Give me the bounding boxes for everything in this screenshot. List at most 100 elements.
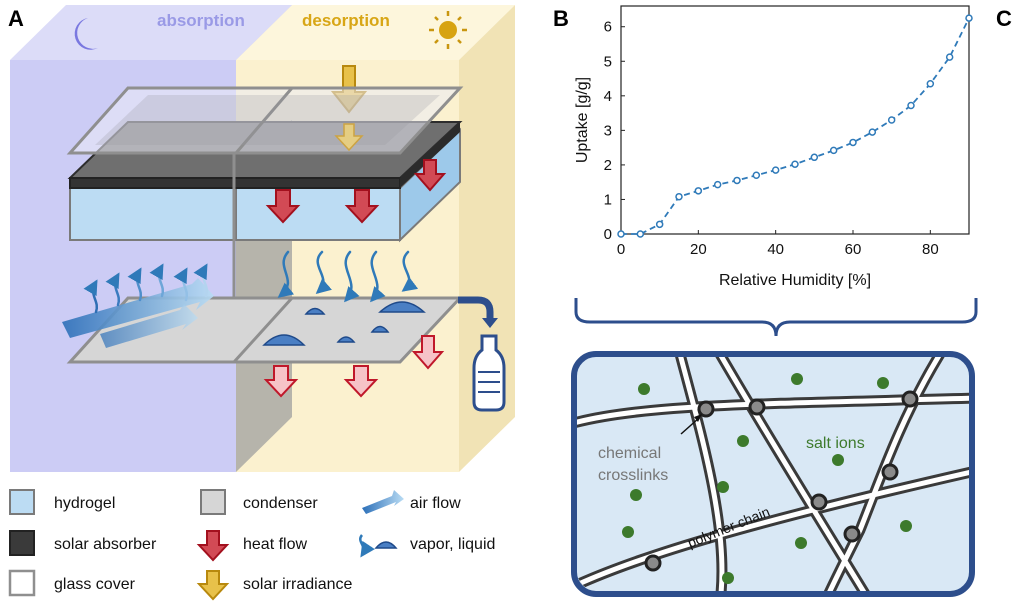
legend-air-flow-label: air flow xyxy=(410,495,461,512)
desorption-region-back xyxy=(236,5,515,60)
crosslink-node xyxy=(748,398,766,416)
panel-c: chemical crosslinks salt ions polymer ch… xyxy=(571,351,975,597)
collection-pipe xyxy=(458,296,494,318)
absorption-region-back xyxy=(10,5,292,60)
panel-a-label: A xyxy=(8,6,24,31)
x-tick-label: 60 xyxy=(845,241,862,258)
legend-air-flow-icon xyxy=(362,490,404,514)
heat-arrow xyxy=(344,189,380,224)
legend-solar-irradiance-icon xyxy=(196,570,230,601)
x-tick-label: 40 xyxy=(767,241,784,258)
crosslink-node xyxy=(810,493,828,511)
heat-arrow xyxy=(343,365,379,398)
crosslinks xyxy=(644,390,919,572)
sun-icon xyxy=(429,11,467,49)
legend-glass-cover-swatch xyxy=(8,569,36,597)
crosslink-node xyxy=(843,525,861,543)
liquid-droplets xyxy=(262,301,426,346)
salt-ions-label: salt ions xyxy=(806,435,865,452)
data-point xyxy=(849,138,857,147)
x-tick-label: 0 xyxy=(617,241,625,258)
solar-absorber-side xyxy=(400,122,460,188)
hydrogel-left xyxy=(69,187,235,241)
y-tick-label: 5 xyxy=(604,53,612,70)
heat-flow-arrows-lower xyxy=(263,335,445,398)
data-point xyxy=(810,153,819,162)
salt-ion xyxy=(630,489,642,501)
legend-condenser-swatch xyxy=(200,489,226,515)
legend-heat-flow-label: heat flow xyxy=(243,536,307,553)
crosslinks-label-line2: crosslinks xyxy=(598,467,668,484)
salt-ion xyxy=(795,537,807,549)
data-point xyxy=(752,171,761,180)
upper-unit xyxy=(66,86,464,243)
salt-ion xyxy=(622,526,634,538)
legend-solar-absorber-label: solar absorber xyxy=(54,536,157,553)
bracket xyxy=(574,298,978,337)
salt-ion xyxy=(717,481,729,493)
data-point xyxy=(636,230,645,238)
salt-ion xyxy=(722,572,734,584)
data-point xyxy=(655,220,664,229)
x-axis-label: Relative Humidity [%] xyxy=(719,272,871,289)
data-point xyxy=(829,146,838,155)
plot-area xyxy=(620,5,970,235)
salt-ion xyxy=(877,377,889,389)
air-flow-arrow xyxy=(100,304,198,348)
hydrogel-right xyxy=(235,187,401,241)
y-tick-label: 4 xyxy=(604,88,612,105)
salt-ion xyxy=(900,520,912,532)
salt-ion xyxy=(737,435,749,447)
legend-heat-flow-icon xyxy=(196,530,230,562)
heat-arrow xyxy=(263,365,299,398)
crosslink-node xyxy=(901,390,919,408)
crosslink-node xyxy=(644,554,662,572)
data-point xyxy=(617,230,625,238)
crosslinks-label-line1: chemical xyxy=(598,445,661,462)
data-point xyxy=(694,187,703,195)
data-point xyxy=(965,14,973,22)
y-tick-label: 0 xyxy=(604,226,612,243)
glass-inner xyxy=(95,95,440,145)
data-point xyxy=(713,180,722,189)
condenser-divider xyxy=(232,296,294,364)
crosslink-node xyxy=(881,463,899,481)
y-tick-label: 1 xyxy=(604,191,612,208)
desorption-label: desorption xyxy=(302,11,390,30)
y-axis-label: Uptake [g/g] xyxy=(574,77,591,163)
legend: hydrogel solar absorber glass cover cond… xyxy=(8,489,495,601)
y-tick-label: 2 xyxy=(604,157,612,174)
crosslink-node xyxy=(697,400,715,418)
data-point xyxy=(733,176,741,185)
chart-marks xyxy=(617,14,973,238)
legend-condenser-label: condenser xyxy=(243,495,318,512)
y-tick-label: 6 xyxy=(604,19,612,36)
heat-flow-arrows-upper xyxy=(265,159,447,224)
legend-glass-cover-label: glass cover xyxy=(54,576,136,593)
x-tick-label: 20 xyxy=(690,241,707,258)
data-point xyxy=(945,53,954,61)
data-point xyxy=(887,116,896,124)
panel-a: A absorption desorption xyxy=(8,5,515,472)
air-vapor-squiggles xyxy=(83,263,209,314)
salt-ion xyxy=(638,383,650,395)
salt-ion xyxy=(791,373,803,385)
solar-irradiance-arrow-small xyxy=(334,123,364,152)
absorption-label: absorption xyxy=(157,11,245,30)
data-point xyxy=(675,192,683,201)
data-point xyxy=(907,101,915,110)
legend-hydrogel-swatch xyxy=(9,489,35,515)
data-point xyxy=(791,160,799,168)
data-point xyxy=(771,166,780,174)
polymer-network xyxy=(577,357,969,591)
heat-arrow xyxy=(413,159,447,192)
salt-ion xyxy=(832,454,844,466)
legend-solar-irradiance-label: solar irradiance xyxy=(243,576,352,593)
data-point xyxy=(868,128,877,136)
panel-c-label: C xyxy=(996,6,1012,31)
heat-arrow xyxy=(265,189,301,224)
